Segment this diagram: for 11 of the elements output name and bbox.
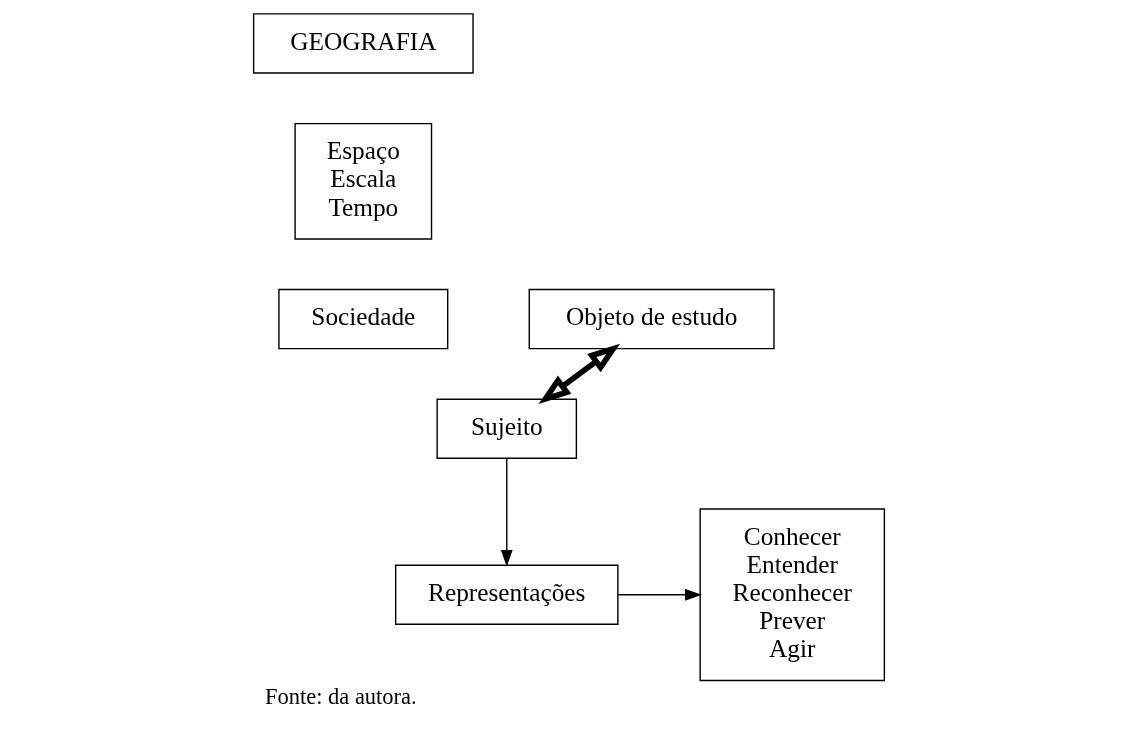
node-box: Conhecer Entender Reconhecer Prever Agir [698, 508, 885, 682]
caption: Fonte: da autora. [264, 684, 417, 710]
arrow [538, 343, 620, 404]
node-box: Sujeito [435, 398, 577, 460]
node-box: Objeto de estudo [528, 288, 775, 350]
arrow [617, 588, 702, 601]
node-box: Sociedade [277, 288, 448, 350]
arrow [500, 457, 513, 567]
node-box: Representações [394, 564, 619, 625]
node-box: GEOGRAFIA [252, 13, 474, 74]
node-box: Espaço Escala Tempo [293, 122, 432, 240]
